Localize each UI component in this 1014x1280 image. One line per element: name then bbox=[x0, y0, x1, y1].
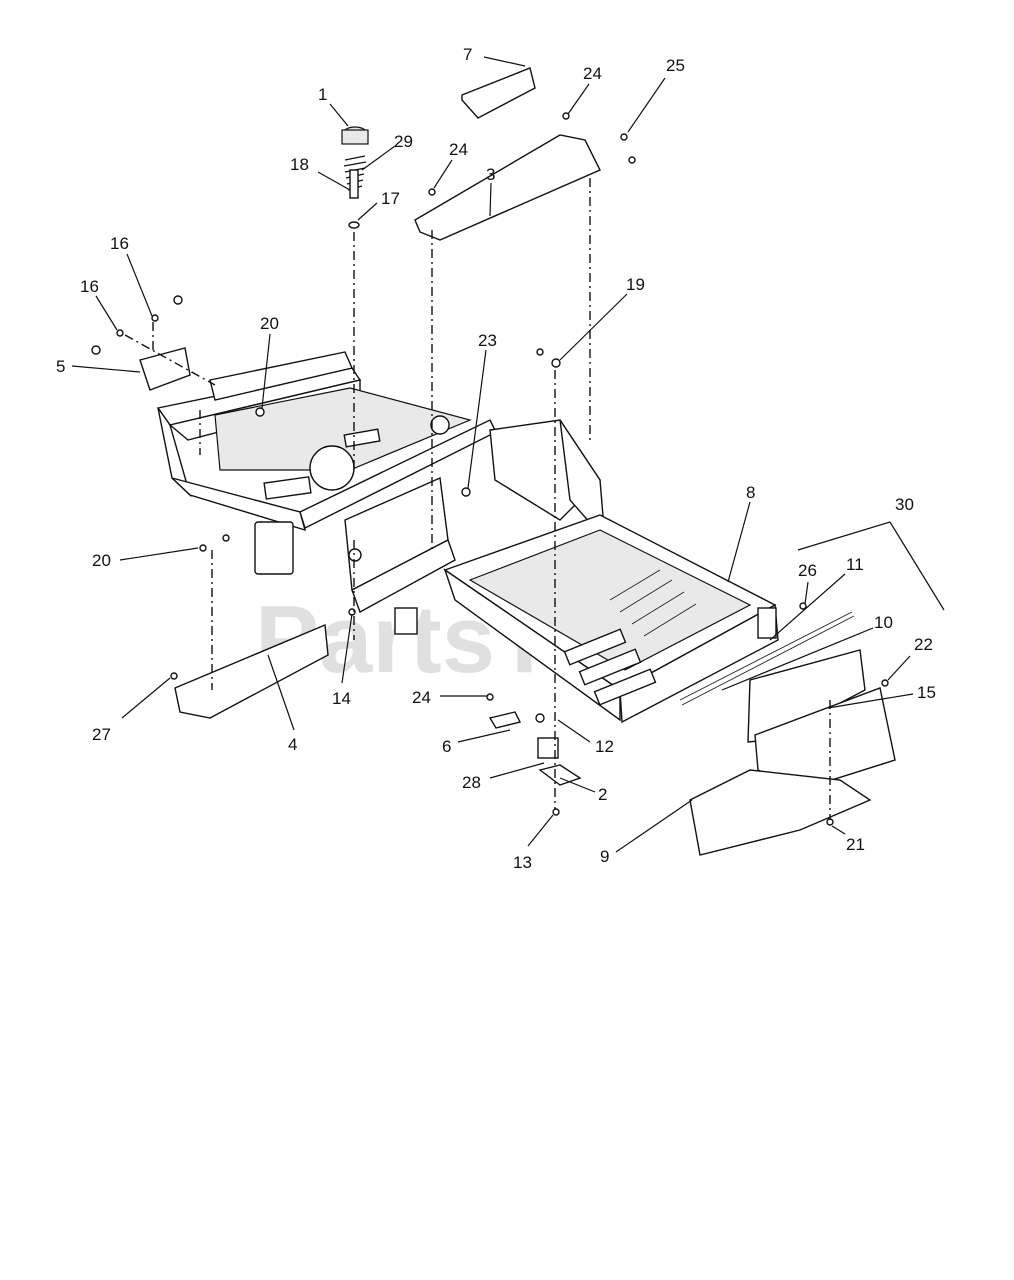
callout-4: 4 bbox=[288, 735, 297, 754]
callout-12: 12 bbox=[595, 737, 614, 756]
callout-25: 25 bbox=[666, 56, 685, 75]
callout-15: 15 bbox=[917, 683, 936, 702]
callout-10: 10 bbox=[874, 613, 893, 632]
callout-20b: 20 bbox=[92, 551, 111, 570]
callout-21: 21 bbox=[846, 835, 865, 854]
part-4-side-guard bbox=[174, 623, 329, 719]
callout-11: 11 bbox=[846, 555, 864, 574]
alignment-lines bbox=[124, 178, 831, 820]
part-11-strip bbox=[679, 611, 853, 701]
callout-5: 5 bbox=[56, 357, 65, 376]
part-15-panel bbox=[754, 687, 896, 791]
callout-26: 26 bbox=[798, 561, 817, 580]
callout-30: 30 bbox=[895, 495, 914, 514]
callout-3: 3 bbox=[486, 165, 495, 184]
part-6-plate bbox=[488, 711, 522, 729]
frame-assembly bbox=[156, 351, 779, 724]
spring-stack bbox=[341, 126, 369, 229]
part-7-bracket bbox=[461, 67, 536, 119]
callout-20a: 20 bbox=[260, 314, 279, 333]
callout-24a: 24 bbox=[583, 64, 602, 83]
callout-9: 9 bbox=[600, 847, 609, 866]
callout-27: 27 bbox=[92, 725, 111, 744]
callout-labels: 1 2 3 4 5 6 7 8 9 10 11 12 13 14 15 16 1… bbox=[56, 45, 936, 872]
callout-16a: 16 bbox=[110, 234, 129, 253]
part-3-brace bbox=[414, 134, 601, 241]
callout-13: 13 bbox=[513, 853, 532, 872]
callout-19: 19 bbox=[626, 275, 645, 294]
callout-24c: 24 bbox=[412, 688, 431, 707]
callout-23: 23 bbox=[478, 331, 497, 350]
callout-28: 28 bbox=[462, 773, 481, 792]
leader-lines bbox=[71, 56, 945, 853]
hardware bbox=[91, 112, 889, 826]
callout-14: 14 bbox=[332, 689, 351, 708]
callout-6: 6 bbox=[442, 737, 451, 756]
callout-8: 8 bbox=[746, 483, 755, 502]
callout-18: 18 bbox=[290, 155, 309, 174]
callout-7: 7 bbox=[463, 45, 472, 64]
part-9-shield bbox=[689, 769, 872, 856]
callout-22: 22 bbox=[914, 635, 933, 654]
callout-24b: 24 bbox=[449, 140, 468, 159]
callout-2: 2 bbox=[598, 785, 607, 804]
callout-17: 17 bbox=[381, 189, 400, 208]
part-5-bracket bbox=[139, 347, 191, 391]
callout-16b: 16 bbox=[80, 277, 99, 296]
callout-1: 1 bbox=[318, 85, 327, 104]
callout-29: 29 bbox=[394, 132, 413, 151]
pivot-assembly bbox=[537, 737, 582, 786]
